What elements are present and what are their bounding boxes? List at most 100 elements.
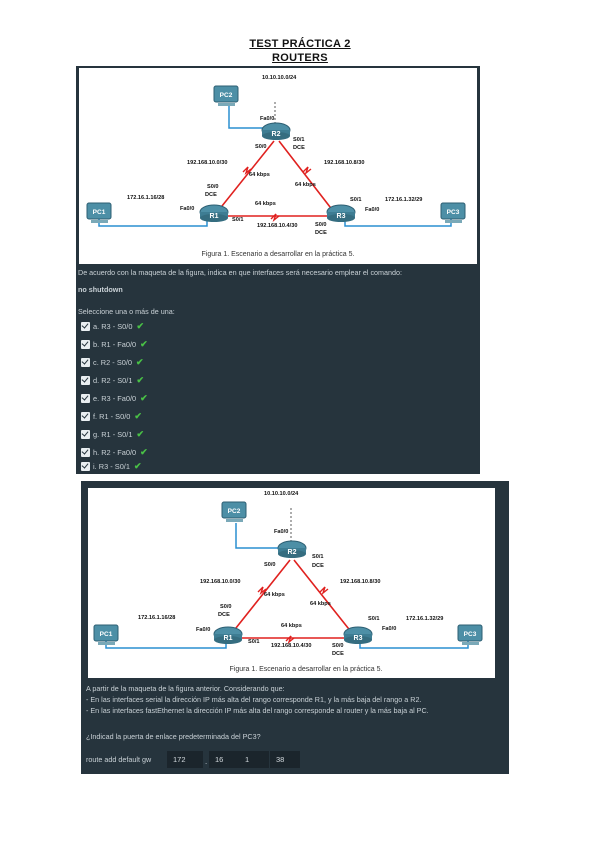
option-c[interactable]: c. R2 - S0/0✔: [81, 356, 144, 368]
network-figure-1: PC2 PC1 PC3 R2: [79, 68, 477, 264]
serial-link-r3-r2: [293, 559, 357, 639]
cable-pc3: [344, 218, 452, 227]
serial-zigzag-icon: [302, 166, 312, 176]
svg-text:R3: R3: [354, 635, 363, 642]
route-command-label: route add default gw: [86, 755, 152, 764]
ip-octet-2-input[interactable]: 16: [209, 751, 239, 768]
svg-text:R2: R2: [288, 549, 297, 556]
correct-check-icon: ✔: [136, 374, 144, 385]
svg-text:64 kbps: 64 kbps: [281, 623, 302, 629]
document-subtitle: ROUTERS: [272, 52, 328, 64]
correct-check-icon: ✔: [140, 338, 148, 349]
checkbox-checked-icon[interactable]: [81, 411, 90, 421]
svg-text:PC3: PC3: [464, 631, 477, 638]
checkbox-checked-icon[interactable]: [81, 393, 90, 403]
question-2-prompt: ¿Indicad la puerta de enlace predetermin…: [86, 732, 261, 741]
svg-text:DCE: DCE: [218, 612, 230, 618]
option-b[interactable]: b. R1 - Fa0/0✔: [81, 338, 148, 350]
ip-octet-4-input[interactable]: 38: [270, 751, 300, 768]
router-icon: R1: [213, 626, 243, 644]
correct-check-icon: ✔: [136, 320, 144, 331]
svg-text:DCE: DCE: [205, 192, 217, 198]
serial-zigzag-icon: [319, 586, 329, 596]
svg-text:64 kbps: 64 kbps: [249, 172, 270, 178]
cable-pc1: [105, 640, 227, 649]
figure-caption: Figura 1. Escenario a desarrollar en la …: [230, 666, 383, 673]
svg-text:Fa0/0: Fa0/0: [196, 627, 210, 633]
svg-text:10.10.10.0/24: 10.10.10.0/24: [262, 75, 297, 81]
svg-text:Fa0/0: Fa0/0: [274, 529, 288, 535]
svg-text:192.168.10.4/30: 192.168.10.4/30: [271, 643, 311, 649]
correct-check-icon: ✔: [140, 392, 148, 403]
router-icon: R2: [277, 540, 307, 558]
checkbox-checked-icon[interactable]: [81, 357, 90, 367]
document-title: TEST PRÁCTICA 2: [249, 38, 351, 50]
svg-text:192.168.10.8/30: 192.168.10.8/30: [340, 579, 380, 585]
svg-text:PC1: PC1: [100, 631, 113, 638]
pc-icon: PC1: [93, 624, 119, 645]
ip-octet-1-input[interactable]: 172: [167, 751, 203, 768]
question-1-command: no shutdown: [78, 285, 123, 294]
serial-zigzag-icon: [270, 213, 280, 223]
router-icon: R2: [261, 122, 291, 140]
topology-labels: 10.10.10.0/24 Fa0/0 S0/0 S0/1 DCE 192.16…: [127, 75, 422, 236]
svg-text:10.10.10.0/24: 10.10.10.0/24: [264, 491, 299, 497]
question-1-instruction: Seleccione una o más de una:: [78, 307, 175, 316]
topology-diagram-1: PC2 PC1 PC3 R2: [86, 75, 466, 258]
svg-text:172.16.1.16/28: 172.16.1.16/28: [138, 615, 175, 621]
svg-text:PC2: PC2: [220, 92, 233, 99]
svg-text:PC2: PC2: [228, 508, 241, 515]
pc-icon: PC1: [86, 202, 112, 223]
option-d[interactable]: d. R2 - S0/1✔: [81, 374, 144, 386]
question-panel-2: PC2 PC1 PC3 R2 R1: [81, 481, 509, 774]
serial-zigzag-icon: [285, 635, 295, 645]
option-h[interactable]: h. R2 - Fa0/0✔: [81, 446, 148, 458]
correct-check-icon: ✔: [136, 428, 144, 439]
question-panel-1: PC2 PC1 PC3 R2: [76, 66, 480, 474]
cable-pc2: [235, 523, 291, 549]
svg-text:S0/1: S0/1: [248, 639, 260, 645]
svg-text:S0/0: S0/0: [255, 144, 267, 150]
option-e[interactable]: e. R3 - Fa0/0✔: [81, 392, 148, 404]
svg-text:64 kbps: 64 kbps: [264, 592, 285, 598]
serial-link-r1-r2: [227, 559, 291, 639]
svg-text:Fa0/0: Fa0/0: [365, 207, 379, 213]
svg-text:S0/0: S0/0: [220, 604, 232, 610]
svg-text:PC1: PC1: [93, 209, 106, 216]
svg-text:PC3: PC3: [447, 209, 460, 216]
svg-text:R1: R1: [210, 213, 219, 220]
question-2-line-1: A partir de la maqueta de la figura ante…: [86, 684, 285, 693]
svg-text:S0/1: S0/1: [368, 616, 380, 622]
ip-octet-3-input[interactable]: 1: [239, 751, 269, 768]
svg-text:DCE: DCE: [312, 563, 324, 569]
checkbox-checked-icon[interactable]: [81, 339, 90, 349]
svg-text:Fa0/0: Fa0/0: [180, 206, 194, 212]
svg-text:S0/0: S0/0: [264, 562, 276, 568]
svg-text:192.168.10.8/30: 192.168.10.8/30: [324, 160, 364, 166]
svg-text:S0/0: S0/0: [207, 184, 219, 190]
svg-text:64 kbps: 64 kbps: [310, 601, 331, 607]
checkbox-checked-icon[interactable]: [81, 429, 90, 439]
svg-text:64 kbps: 64 kbps: [295, 182, 316, 188]
checkbox-checked-icon[interactable]: [81, 447, 90, 457]
svg-text:172.16.1.32/29: 172.16.1.32/29: [406, 616, 443, 622]
checkbox-checked-icon[interactable]: [81, 461, 90, 471]
option-i[interactable]: i. R3 - S0/1✔: [81, 460, 142, 472]
svg-text:Fa0/0: Fa0/0: [260, 116, 274, 122]
question-2-line-2: - En las interfaces serial la dirección …: [86, 695, 422, 704]
svg-text:DCE: DCE: [315, 230, 327, 236]
router-icon: R1: [199, 204, 229, 222]
svg-text:DCE: DCE: [332, 651, 344, 657]
svg-text:192.168.10.4/30: 192.168.10.4/30: [257, 223, 297, 229]
pc-icon: PC3: [457, 624, 483, 645]
svg-text:S0/1: S0/1: [293, 137, 305, 143]
question-2-line-3: - En las interfaces fastEthernet la dire…: [86, 706, 429, 715]
option-g[interactable]: g. R1 - S0/1✔: [81, 428, 144, 440]
option-f[interactable]: f. R1 - S0/0✔: [81, 410, 142, 422]
svg-text:S0/1: S0/1: [232, 217, 244, 223]
correct-check-icon: ✔: [136, 356, 144, 367]
checkbox-checked-icon[interactable]: [81, 375, 90, 385]
router-icon: R3: [326, 204, 356, 222]
checkbox-checked-icon[interactable]: [81, 321, 90, 331]
option-a[interactable]: a. R3 - S0/0✔: [81, 320, 144, 332]
